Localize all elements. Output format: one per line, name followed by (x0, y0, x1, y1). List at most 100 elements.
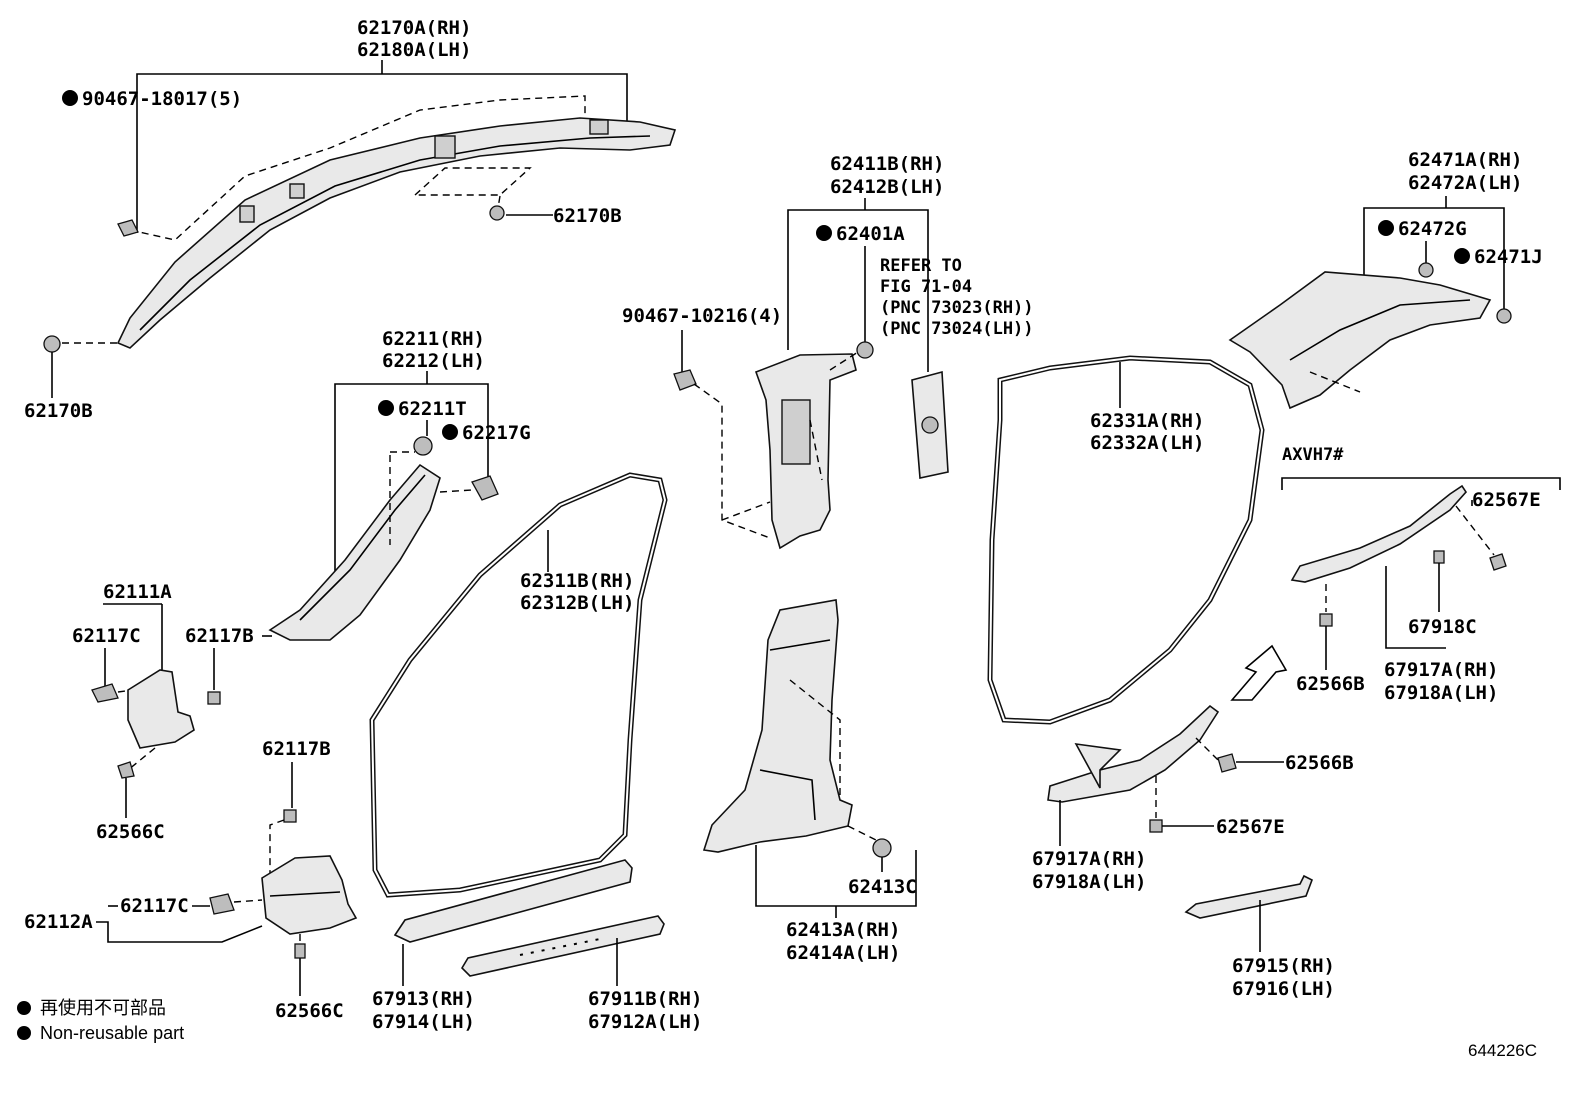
label-62412b-lh[interactable]: 62412B(LH) (830, 176, 944, 198)
scuff-plate-67911b-part[interactable] (460, 915, 665, 977)
dashed-clip-leader (1309, 371, 1361, 393)
clip-62413c-icon[interactable] (872, 838, 892, 858)
label-62211-rh[interactable]: 62211(RH) (382, 328, 485, 350)
scuff-plate-67913-part[interactable] (393, 859, 633, 943)
label-62413a-rh[interactable]: 62413A(RH) (786, 919, 900, 941)
label-67914-lh[interactable]: 67914(LH) (372, 1011, 475, 1033)
center-pillar-lower-part[interactable] (702, 599, 853, 853)
label-67917a-rh-lower[interactable]: 67917A(RH) (1032, 848, 1146, 870)
label-62413c[interactable]: 62413C (848, 876, 917, 898)
label-62312b-lh[interactable]: 62312B(LH) (520, 592, 634, 614)
clip-62566b-icon[interactable] (1319, 613, 1333, 627)
cowl-side-trim-upper-part[interactable] (127, 669, 195, 749)
clip-62170b-icon[interactable] (489, 205, 505, 221)
label-90467-10216[interactable]: 90467-10216(4) (622, 305, 782, 327)
label-62170b-a[interactable]: 62170B (553, 205, 622, 227)
label-62117c-b[interactable]: 62117C (120, 895, 189, 917)
clip-62567e-icon[interactable] (1149, 819, 1163, 833)
label-62567e-a[interactable]: 62567E (1472, 489, 1541, 511)
non-reusable-dot-90467-18017 (62, 90, 78, 106)
label-62567e-b[interactable]: 62567E (1216, 816, 1285, 838)
garnish-tab (589, 119, 609, 135)
label-62117b-a[interactable]: 62117B (185, 625, 254, 647)
bracket-rear-scuff-upper (1385, 566, 1446, 649)
label-67915-rh[interactable]: 67915(RH) (1232, 955, 1335, 977)
legend-dot-icon (17, 1026, 31, 1040)
rear-scuff-plate-part[interactable] (1184, 874, 1314, 919)
rear-scuff-lower-flap (1074, 742, 1122, 789)
label-62212-lh[interactable]: 62212(LH) (382, 350, 485, 372)
clip-90467-10216-icon[interactable] (673, 369, 697, 391)
label-67912a-lh[interactable]: 67912A(LH) (588, 1011, 702, 1033)
label-62117c-a[interactable]: 62117C (72, 625, 141, 647)
clip-62170b-icon[interactable] (43, 335, 61, 353)
clip-62567e-icon[interactable] (1489, 553, 1507, 571)
non-reusable-dot-62211t (378, 400, 394, 416)
rear-scuff-upper-part[interactable] (1290, 484, 1468, 583)
label-67918a-lh-lower[interactable]: 67918A(LH) (1032, 871, 1146, 893)
label-62170b-b[interactable]: 62170B (24, 400, 93, 422)
label-62111a[interactable]: 62111A (103, 581, 172, 603)
label-62471a-rh[interactable]: 62471A(RH) (1408, 149, 1522, 171)
label-67918c[interactable]: 67918C (1408, 616, 1477, 638)
clip-62117c-icon[interactable] (209, 893, 235, 915)
legend-japanese: 再使用不可部品 (40, 998, 166, 1018)
clip-67918c-icon[interactable] (1433, 550, 1445, 564)
label-62117b-b[interactable]: 62117B (262, 738, 331, 760)
label-62112a[interactable]: 62112A (24, 911, 93, 933)
clip-90467-18017-icon[interactable] (117, 219, 139, 237)
clip-62217g-icon[interactable] (471, 475, 499, 501)
label-90467-18017[interactable]: 90467-18017(5) (82, 88, 242, 110)
label-67913-rh[interactable]: 67913(RH) (372, 988, 475, 1010)
roof-side-garnish-group: 62170A(RH) 62180A(LH) 90467-18017(5) 621… (24, 17, 677, 422)
label-67916-lh[interactable]: 67916(LH) (1232, 978, 1335, 1000)
front-door-weatherstrip-part[interactable] (369, 472, 668, 898)
non-reusable-dot-62472g (1378, 220, 1394, 236)
bracket-center-upper (787, 209, 929, 350)
label-62566c-b[interactable]: 62566C (275, 1000, 344, 1022)
label-62566b-a[interactable]: 62566B (1296, 673, 1365, 695)
cowl-side-trim-lower-part[interactable] (261, 855, 358, 935)
label-67917a-rh-upper[interactable]: 67917A(RH) (1384, 659, 1498, 681)
label-62411b-rh[interactable]: 62411B(RH) (830, 153, 944, 175)
clip-62566b-icon[interactable] (1217, 753, 1237, 773)
label-62472a-lh[interactable]: 62472A(LH) (1408, 172, 1522, 194)
roof-side-garnish-part[interactable] (116, 117, 677, 349)
label-model-code: AXVH7# (1282, 445, 1344, 465)
label-62401a[interactable]: 62401A (836, 223, 905, 245)
label-62332a-lh[interactable]: 62332A(LH) (1090, 432, 1204, 454)
non-reusable-dot-62401a (816, 225, 832, 241)
quarter-trim-part[interactable] (1228, 271, 1492, 410)
label-62472g[interactable]: 62472G (1398, 218, 1467, 240)
clip-62117b-icon[interactable] (283, 809, 297, 823)
rear-door-weatherstrip-group: 62331A(RH) 62332A(LH) (987, 355, 1265, 725)
clip-62117b-icon[interactable] (207, 691, 221, 705)
rear-scuff-lower-part[interactable] (1047, 704, 1220, 803)
label-62566c-a[interactable]: 62566C (96, 821, 165, 843)
label-62170a-rh[interactable]: 62170A(RH) (357, 17, 471, 39)
refer-line-4: (PNC 73024(LH)) (880, 319, 1034, 339)
clip-62472g-icon[interactable] (1418, 262, 1434, 278)
label-62414a-lh[interactable]: 62414A(LH) (786, 942, 900, 964)
pillar-lower-edge (759, 769, 816, 821)
clip-62471j-icon[interactable] (1496, 308, 1512, 324)
clip-62117c-icon[interactable] (91, 683, 119, 703)
dashed-clip-leader (847, 825, 881, 843)
label-62211t[interactable]: 62211T (398, 398, 467, 420)
label-62180a-lh[interactable]: 62180A(LH) (357, 39, 471, 61)
clip-62401a-icon[interactable] (856, 341, 874, 359)
label-62471j[interactable]: 62471J (1474, 246, 1543, 268)
label-67911b-rh[interactable]: 67911B(RH) (588, 988, 702, 1010)
clip-62566c-icon[interactable] (294, 943, 306, 959)
non-reusable-dot-62471j (1454, 248, 1470, 264)
legend: 再使用不可部品 Non-reusable part (17, 998, 184, 1043)
dashed-clip-leader (721, 501, 771, 521)
front-pillar-garnish-part[interactable] (268, 463, 441, 641)
clip-62211t-icon[interactable] (413, 436, 433, 456)
label-62566b-b[interactable]: 62566B (1285, 752, 1354, 774)
label-62217g[interactable]: 62217G (462, 422, 531, 444)
label-62331a-rh[interactable]: 62331A(RH) (1090, 410, 1204, 432)
clip-62566c-icon[interactable] (117, 761, 135, 779)
label-67918a-lh-upper[interactable]: 67918A(LH) (1384, 682, 1498, 704)
label-62311b-rh[interactable]: 62311B(RH) (520, 570, 634, 592)
